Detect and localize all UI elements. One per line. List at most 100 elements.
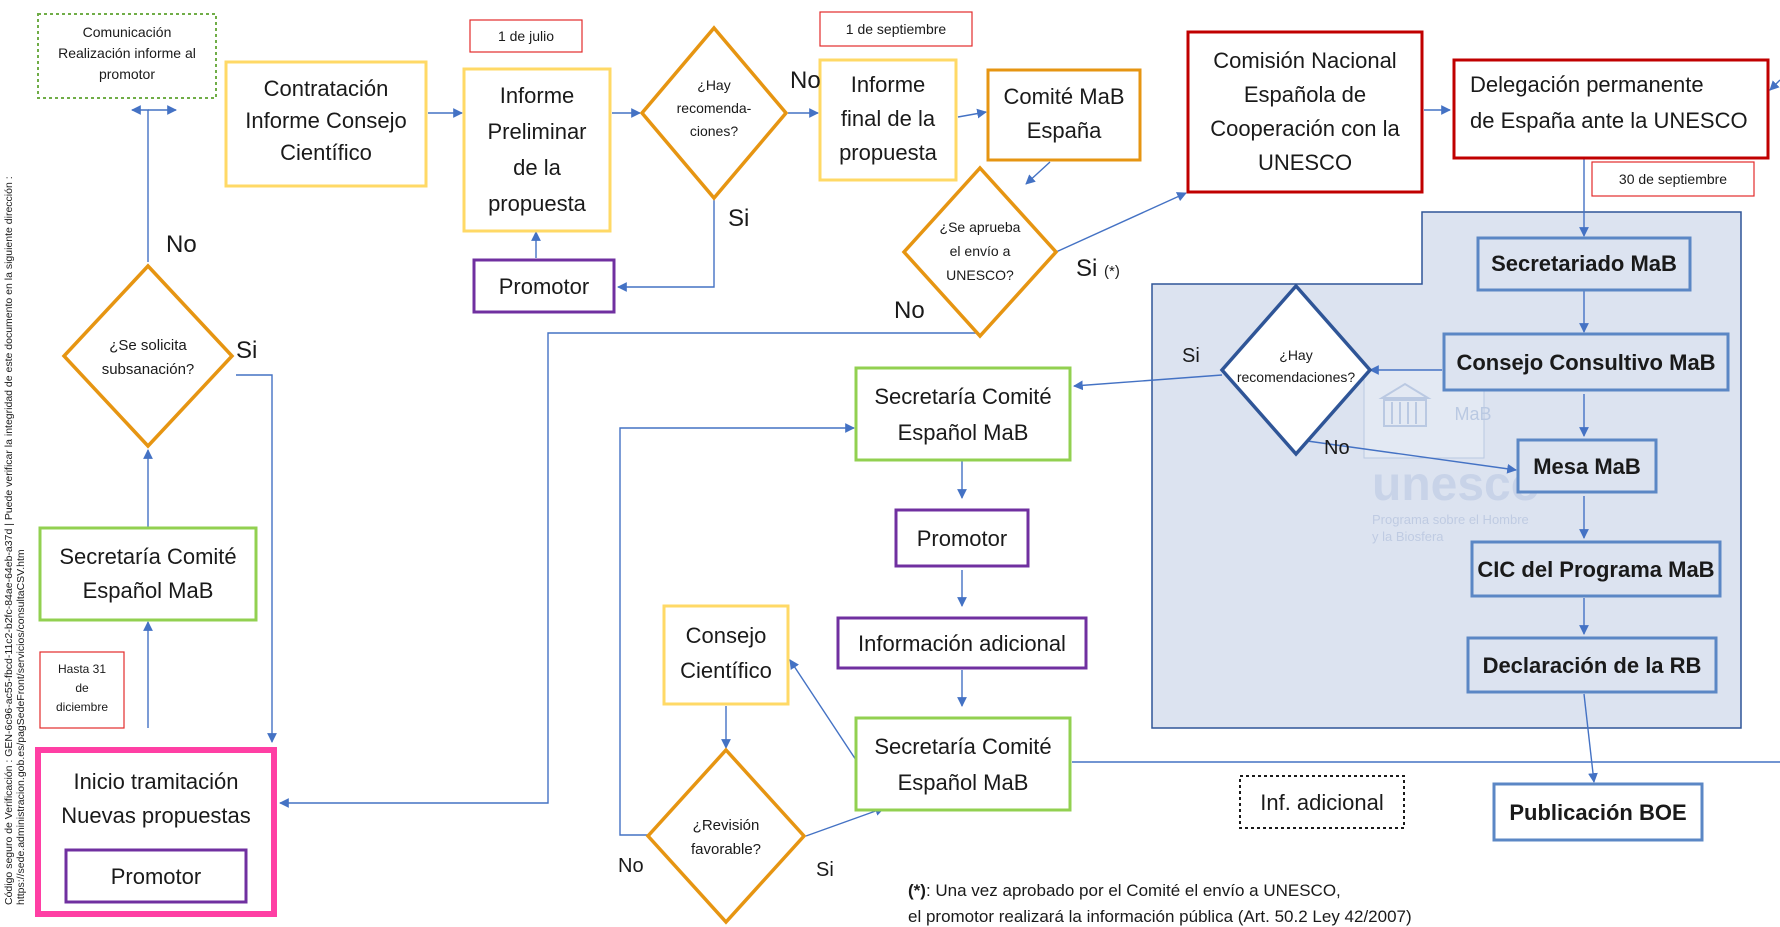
date-tag-diciembre: Hasta 31 de diciembre — [39, 651, 125, 729]
promotor-mid-node: Promotor — [894, 508, 1030, 568]
arrow-to-comunicacion — [131, 105, 149, 122]
comunicacion-line-1: Comunicación — [83, 24, 172, 40]
inf-adicional-node: Inf. adicional — [1239, 775, 1405, 829]
secretaria-left-line-1: Secretaría Comité — [59, 544, 236, 569]
se-aprueba-decision: ¿Se aprueba el envío a UNESCO? — [901, 165, 1059, 339]
inicio-line-2: Nuevas propuestas — [61, 803, 251, 828]
se-aprueba-line-2: el envío a — [950, 243, 1011, 259]
secretaria-bottom-line-2: Español MaB — [898, 770, 1029, 795]
comunicacion-line-2: Realización informe al — [58, 45, 196, 61]
promotor-inicio-label: Promotor — [111, 864, 201, 889]
label-si-aprueba-note: (*) — [1104, 263, 1120, 280]
arrow-revision-no-loop — [619, 423, 855, 836]
se-aprueba-line-3: UNESCO? — [946, 267, 1014, 283]
mesa-mab-node: Mesa MaB — [1516, 438, 1658, 494]
label-si-recomendaciones: Si — [728, 205, 749, 232]
contratacion-line-1: Contratación — [264, 76, 389, 101]
label-si-mab: Si — [1182, 345, 1200, 367]
consejo-consultivo-node: Consejo Consultivo MaB — [1442, 332, 1730, 392]
date-hasta-line-2: de — [75, 681, 89, 695]
secretaria-mid-node: Secretaría Comité Español MaB — [854, 366, 1072, 462]
informacion-adicional-node: Información adicional — [836, 616, 1088, 670]
date-hasta-line-1: Hasta 31 — [58, 662, 106, 676]
publicacion-boe-node: Publicación BOE — [1492, 782, 1704, 842]
revision-line-1: ¿Revisión — [693, 817, 760, 834]
se-solicita-line-2: subsanación? — [102, 361, 195, 378]
comision-line-2: Española de — [1244, 82, 1366, 107]
promotor-inicio-node: Promotor — [64, 848, 248, 904]
comite-mab-node: Comité MaB España — [986, 68, 1142, 162]
informe-preliminar-line-1: Informe — [500, 83, 575, 108]
date-tag-sept30: 30 de septiembre — [1591, 161, 1755, 197]
unesco-temple-icon — [1378, 382, 1432, 427]
hay-recomendaciones-1-line-2: recomenda- — [677, 100, 752, 116]
arrow-comite-aprueba — [1025, 161, 1051, 185]
mab-logo-text: MaB — [1454, 404, 1491, 424]
arrow-subsanacion-inicio — [236, 374, 277, 743]
promotor-top-node: Promotor — [472, 258, 616, 314]
hay-recomendaciones-2-line-2: recomendaciones? — [1237, 369, 1356, 385]
comunicacion-line-3: promotor — [99, 66, 155, 82]
arrow-secretaria-consejo — [789, 659, 857, 761]
comision-line-1: Comisión Nacional — [1213, 48, 1396, 73]
label-no-mab: No — [1324, 437, 1350, 459]
inicio-line-1: Inicio tramitación — [73, 769, 238, 794]
secretariado-mab-node: Secretariado MaB — [1476, 236, 1692, 292]
promotor-mid-label: Promotor — [917, 526, 1007, 551]
label-si-aprueba: Si — [1076, 255, 1097, 282]
arrow-aprueba-inicio — [279, 332, 980, 808]
unesco-caption-line-2: y la Biosfera — [1372, 529, 1444, 544]
informe-final-node: Informe final de la propuesta — [818, 58, 958, 182]
publicacion-boe-label: Publicación BOE — [1509, 800, 1686, 825]
date-julio-text: 1 de julio — [498, 28, 554, 44]
inicio-tramitacion-node: Inicio tramitación Nuevas propuestas Pro… — [35, 747, 277, 917]
date-sept30-text: 30 de septiembre — [1619, 171, 1727, 187]
secretaria-bottom-line-1: Secretaría Comité — [874, 734, 1051, 759]
informe-preliminar-line-2: Preliminar — [487, 119, 586, 144]
hay-recomendaciones-1-line-1: ¿Hay — [697, 77, 730, 93]
secretaria-mid-line-1: Secretaría Comité — [874, 384, 1051, 409]
label-no-revision: No — [618, 855, 644, 877]
consejo-cientifico-node: Consejo Científico — [662, 604, 790, 706]
hay-recomendaciones-decision-1: ¿Hay recomenda- ciones? — [639, 25, 789, 201]
hay-recomendaciones-decision-2: ¿Hay recomendaciones? — [1219, 283, 1373, 457]
secretaria-mid-line-2: Español MaB — [898, 420, 1029, 445]
promotor-top-label: Promotor — [499, 274, 589, 299]
footnote: (*): Una vez aprobado por el Comité el e… — [908, 881, 1412, 926]
secretariado-mab-label: Secretariado MaB — [1491, 251, 1677, 276]
unesco-caption-line-1: Programa sobre el Hombre — [1372, 512, 1529, 527]
arrow-final-comite — [957, 108, 987, 119]
connectors — [131, 79, 1780, 837]
delegacion-line-2: de España ante la UNESCO — [1470, 108, 1748, 133]
comunicacion-node: Comunicación Realización informe al prom… — [37, 13, 217, 99]
label-no-aprueba: No — [894, 297, 925, 324]
se-solicita-decision: ¿Se solicita subsanación? — [61, 263, 235, 449]
verification-side-text: Código seguro de Verificación : GEN-6c96… — [3, 176, 27, 905]
comision-line-4: UNESCO — [1258, 150, 1352, 175]
label-si-subsanacion: Si — [236, 337, 257, 364]
informe-final-line-3: propuesta — [839, 140, 938, 165]
secretaria-bottom-node: Secretaría Comité Español MaB — [854, 716, 1072, 812]
date-hasta-line-3: diciembre — [56, 700, 108, 714]
verification-code-text: Código seguro de Verificación : GEN-6c96… — [3, 176, 15, 905]
cic-label: CIC del Programa MaB — [1477, 557, 1714, 582]
consejo-cientifico-line-1: Consejo — [686, 623, 767, 648]
secretaria-left-node: Secretaría Comité Español MaB — [38, 526, 258, 622]
arrow-aprueba-comision — [1055, 192, 1187, 253]
secretaria-left-line-2: Español MaB — [83, 578, 214, 603]
contratacion-node: Contratación Informe Consejo Científico — [224, 60, 428, 188]
unesco-logo: MaB unesco Programa sobre el Hombre y la… — [1363, 369, 1540, 544]
se-solicita-line-1: ¿Se solicita — [109, 337, 187, 354]
informe-preliminar-node: Informe Preliminar de la propuesta — [462, 67, 612, 233]
informe-preliminar-line-3: de la — [513, 155, 561, 180]
date-tag-julio: 1 de julio — [469, 19, 583, 53]
svg-text:(*): Una vez aprobado por el C: (*): Una vez aprobado por el Comité el e… — [908, 881, 1341, 900]
verification-url-text: https://sede.administracion.gob.es/pagSe… — [15, 549, 27, 905]
se-aprueba-line-1: ¿Se aprueba — [940, 219, 1021, 235]
arrow-declaracion-boe — [1583, 693, 1598, 783]
arrow-into-delegacion — [1769, 79, 1780, 91]
declaracion-node: Declaración de la RB — [1466, 636, 1718, 694]
revision-line-2: favorable? — [691, 841, 761, 858]
contratacion-line-3: Científico — [280, 140, 372, 165]
